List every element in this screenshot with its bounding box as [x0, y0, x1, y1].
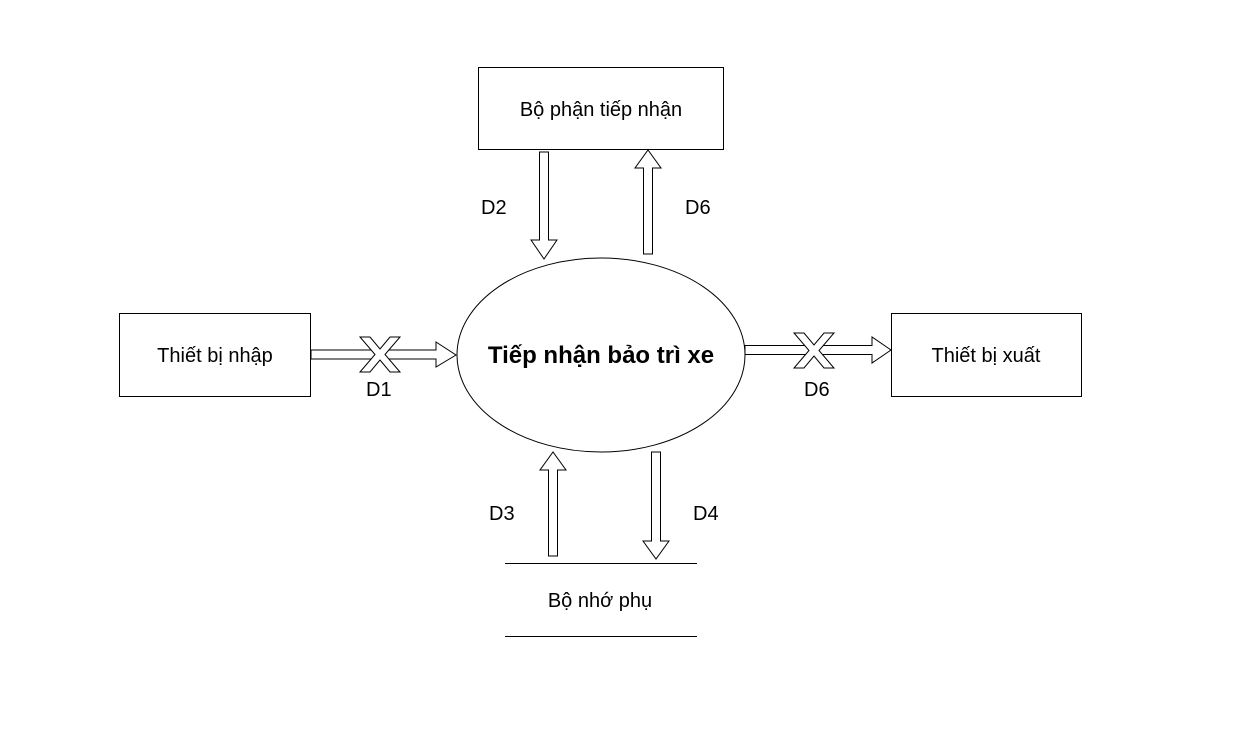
entity-reception-department-label: Bộ phận tiếp nhận — [520, 99, 682, 121]
entity-reception-department: Bộ phận tiếp nhận — [478, 67, 724, 150]
flow-d4-label: D4 — [693, 503, 719, 525]
datastore-secondary-memory-label: Bộ nhớ phụ — [548, 590, 652, 612]
process-vehicle-maintenance: Tiếp nhận bảo trì xe — [456, 257, 746, 453]
flow-d6-top-arrow — [634, 149, 662, 255]
flow-d4-arrow — [642, 451, 670, 560]
flow-d3-arrow — [539, 451, 567, 557]
flow-d6-right-label: D6 — [804, 379, 830, 401]
flow-d6-top-label: D6 — [685, 197, 711, 219]
entity-output-device: Thiết bị xuất — [891, 313, 1082, 397]
entity-output-device-label: Thiết bị xuất — [932, 345, 1041, 367]
flow-d1-label: D1 — [366, 379, 392, 401]
flow-d2-label: D2 — [481, 197, 507, 219]
flow-d1-x-marker-icon — [358, 336, 402, 373]
flow-d3-label: D3 — [489, 503, 515, 525]
flow-d6-x-marker-icon — [792, 332, 836, 369]
entity-input-device-label: Thiết bị nhập — [157, 345, 273, 367]
flow-d2-arrow — [530, 151, 558, 260]
datastore-secondary-memory: Bộ nhớ phụ — [505, 563, 697, 637]
process-vehicle-maintenance-label: Tiếp nhận bảo trì xe — [488, 342, 714, 369]
entity-input-device: Thiết bị nhập — [119, 313, 311, 397]
